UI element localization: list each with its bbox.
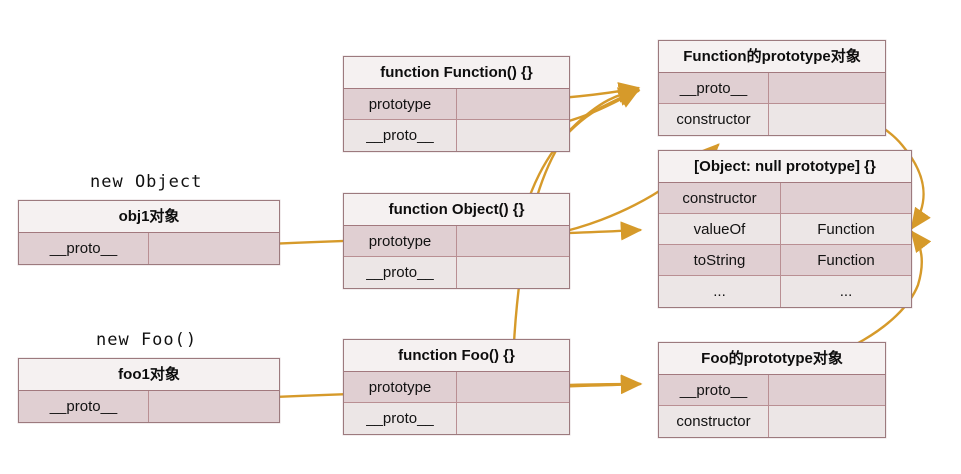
- box-object-constructor[interactable]: function Object() {} prototype __proto__: [343, 193, 570, 289]
- table-row[interactable]: constructor: [659, 104, 885, 135]
- row-key: __proto__: [344, 257, 457, 288]
- row-key: __proto__: [659, 375, 769, 405]
- box-obj1-title: obj1对象: [19, 201, 279, 233]
- box-foo-constructor[interactable]: function Foo() {} prototype __proto__: [343, 339, 570, 435]
- row-key: __proto__: [19, 233, 149, 264]
- row-value: Function: [817, 221, 875, 238]
- table-row[interactable]: __proto__: [344, 257, 569, 288]
- table-row[interactable]: prototype: [344, 372, 569, 403]
- table-row[interactable]: __proto__: [659, 375, 885, 406]
- label-new-object: new Object: [90, 172, 203, 192]
- row-key: constructor: [659, 406, 769, 437]
- table-row[interactable]: ... ...: [659, 276, 911, 307]
- row-key: prototype: [344, 226, 457, 256]
- row-key: constructor: [659, 104, 769, 135]
- row-value: [457, 257, 569, 288]
- box-foo1-object[interactable]: foo1对象 __proto__: [18, 358, 280, 423]
- table-row[interactable]: __proto__: [659, 73, 885, 104]
- table-row[interactable]: __proto__: [344, 403, 569, 434]
- row-value: [769, 375, 885, 405]
- row-value: [781, 183, 911, 213]
- box-object-prototype-object[interactable]: [Object: null prototype] {} constructor …: [658, 150, 912, 308]
- table-row[interactable]: constructor: [659, 406, 885, 437]
- row-value: [769, 73, 885, 103]
- row-key: constructor: [659, 183, 781, 213]
- box-function-prototype-object[interactable]: Function的prototype对象 __proto__ construct…: [658, 40, 886, 136]
- table-row[interactable]: valueOf Function: [659, 214, 911, 245]
- table-row[interactable]: constructor: [659, 183, 911, 214]
- row-key: ...: [659, 276, 781, 307]
- row-key: __proto__: [19, 391, 149, 422]
- row-key: __proto__: [659, 73, 769, 103]
- table-row[interactable]: prototype: [344, 226, 569, 257]
- row-value: [149, 391, 279, 422]
- row-value: [149, 233, 279, 264]
- row-value: [457, 226, 569, 256]
- row-value: ...: [839, 283, 853, 300]
- table-row[interactable]: __proto__: [344, 120, 569, 151]
- row-key: toString: [659, 245, 781, 275]
- row-key: prototype: [344, 89, 457, 119]
- box-foo-prototype-object[interactable]: Foo的prototype对象 __proto__ constructor: [658, 342, 886, 438]
- table-row[interactable]: toString Function: [659, 245, 911, 276]
- table-row[interactable]: __proto__: [19, 391, 279, 422]
- row-key: __proto__: [344, 120, 457, 151]
- box-function-constructor-title: function Function() {}: [344, 57, 569, 89]
- row-value: [457, 403, 569, 434]
- box-object-constructor-title: function Object() {}: [344, 194, 569, 226]
- box-foo-prototype-title: Foo的prototype对象: [659, 343, 885, 375]
- row-key: __proto__: [344, 403, 457, 434]
- box-obj1-object[interactable]: obj1对象 __proto__: [18, 200, 280, 265]
- box-foo1-title: foo1对象: [19, 359, 279, 391]
- label-new-foo: new Foo(): [96, 330, 198, 350]
- box-function-constructor[interactable]: function Function() {} prototype __proto…: [343, 56, 570, 152]
- box-foo-constructor-title: function Foo() {}: [344, 340, 569, 372]
- table-row[interactable]: __proto__: [19, 233, 279, 264]
- table-row[interactable]: prototype: [344, 89, 569, 120]
- box-object-prototype-title: [Object: null prototype] {}: [659, 151, 911, 183]
- row-value: [769, 406, 885, 437]
- box-function-prototype-title: Function的prototype对象: [659, 41, 885, 73]
- row-key: prototype: [344, 372, 457, 402]
- row-value: [457, 89, 569, 119]
- row-key: valueOf: [659, 214, 781, 244]
- row-value: Function: [817, 252, 875, 269]
- row-value: [457, 372, 569, 402]
- row-value: [769, 104, 885, 135]
- row-value: [457, 120, 569, 151]
